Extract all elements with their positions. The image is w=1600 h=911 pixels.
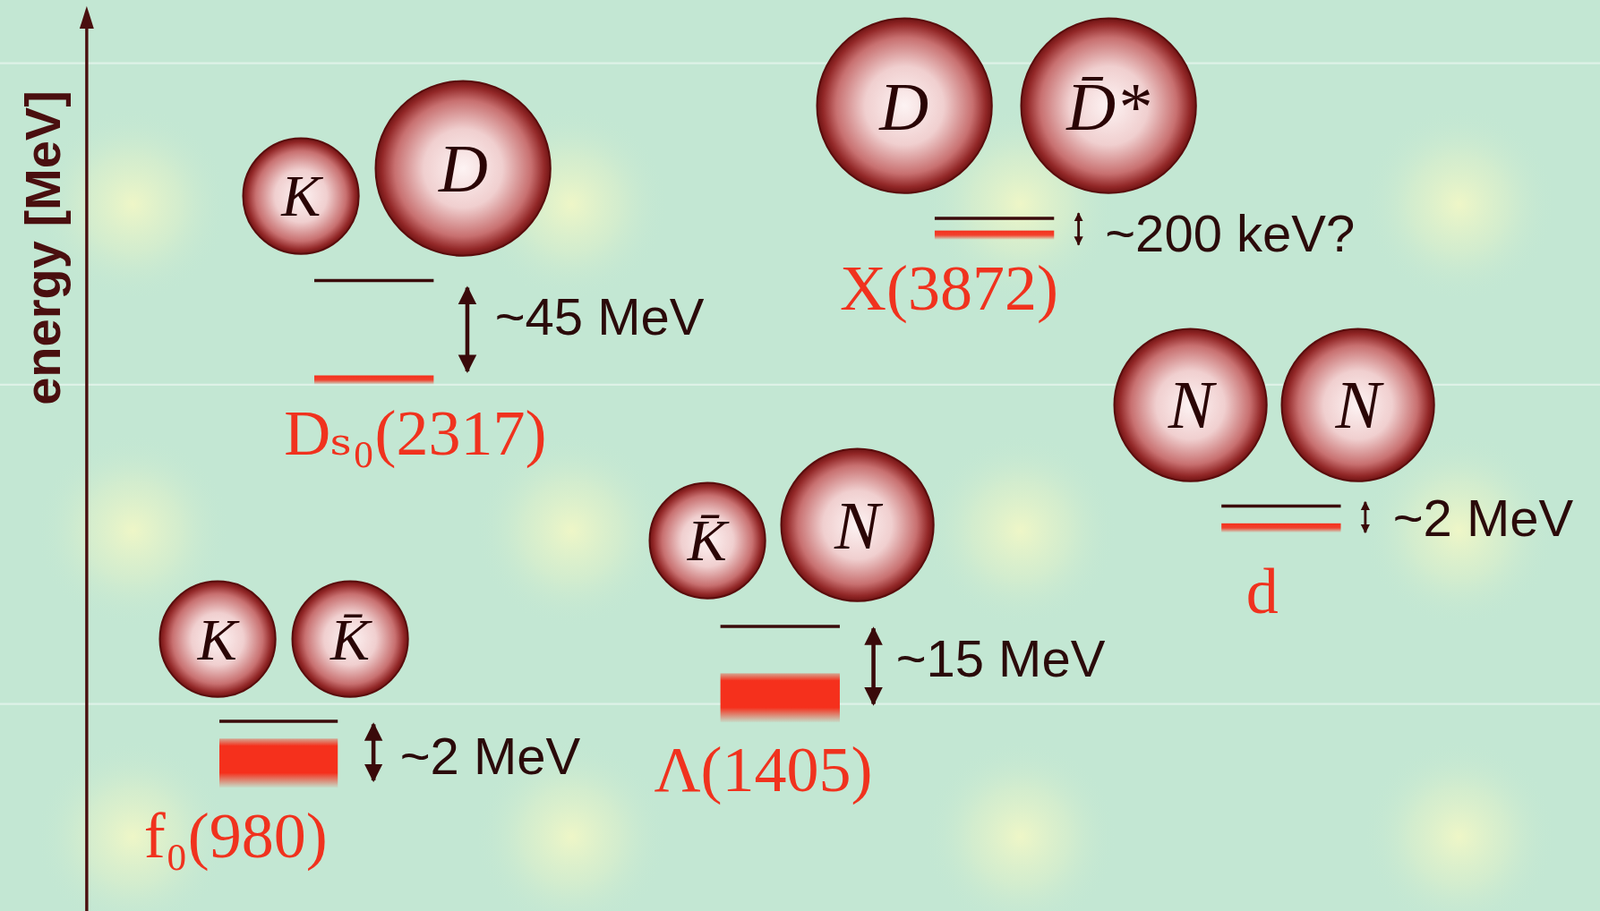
- particle-symbol: K̄: [687, 511, 728, 571]
- particle-symbol: D: [879, 72, 929, 141]
- particle-ball: [376, 80, 551, 256]
- particle-ball: [1020, 18, 1196, 194]
- threshold-line: [934, 216, 1054, 220]
- particle-ball: [649, 482, 765, 599]
- axis-line: [85, 24, 88, 911]
- particle-ball: [159, 581, 275, 698]
- particle-symbol: K: [281, 166, 321, 226]
- particle-symbol: D: [438, 134, 488, 203]
- threshold-line: [720, 624, 840, 628]
- state-name: Λ(1405): [653, 733, 873, 808]
- glow-spot: [923, 739, 1118, 911]
- binding-arrow: [465, 287, 471, 371]
- particle-circle: K̄: [290, 580, 410, 699]
- axis-arrowhead: [79, 6, 95, 29]
- particle-ball: [1114, 328, 1267, 481]
- energy-axis: [79, 6, 95, 911]
- particle-circle: N: [779, 447, 935, 603]
- state-name: X(3872): [839, 251, 1059, 326]
- binding-energy: ~2 MeV: [1393, 488, 1575, 549]
- axis-title: energy [MeV]: [17, 90, 69, 406]
- threshold-line: [314, 279, 434, 283]
- state-name: f₀(980): [144, 799, 328, 874]
- binding-arrow: [1363, 502, 1367, 533]
- binding-arrow: [871, 628, 876, 704]
- binding-arrow: [1077, 213, 1080, 245]
- state-level: [314, 376, 434, 386]
- particle-ball: [1282, 328, 1435, 481]
- grid-line: [0, 62, 1600, 65]
- particle-circle: D: [374, 79, 552, 257]
- binding-energy: ~15 MeV: [896, 629, 1106, 690]
- particle-ball: [243, 137, 360, 254]
- particle-circle: D: [815, 17, 993, 195]
- glow-grid: [35, 107, 1557, 911]
- particle-circle: N: [1112, 327, 1268, 483]
- threshold-lines: [219, 218, 1341, 722]
- binding-energy: ~200 keV?: [1104, 204, 1355, 265]
- particle-symbol: N: [1335, 370, 1382, 439]
- particle-symbol: K: [197, 610, 238, 670]
- threshold-line: [219, 719, 338, 723]
- particle-ball: [291, 581, 408, 698]
- state-level: [1221, 523, 1341, 533]
- particle-circle: N: [1280, 327, 1436, 483]
- state-level: [934, 231, 1054, 240]
- binding-arrow: [371, 724, 377, 781]
- particle-circle: K̄: [648, 481, 767, 600]
- state-name: d: [1246, 555, 1279, 630]
- particle-circle: D̄*: [1019, 17, 1198, 195]
- particle-ball: [780, 449, 933, 602]
- grid-lines: [0, 63, 1600, 705]
- binding-arrows: [373, 213, 1366, 781]
- particle-ball: [816, 18, 992, 194]
- particle-circle: K: [158, 580, 277, 699]
- particle-circle: K: [241, 136, 360, 256]
- binding-energy: ~2 MeV: [400, 727, 582, 788]
- glow-spot: [1361, 107, 1557, 302]
- state-band: [219, 738, 338, 788]
- particle-symbol: N: [834, 491, 881, 560]
- particle-symbol: K̄: [330, 610, 370, 670]
- binding-energy: ~45 MeV: [495, 287, 705, 348]
- state-band: [720, 673, 840, 723]
- glow-spot: [923, 433, 1118, 628]
- particle-symbol: N: [1168, 370, 1215, 439]
- particle-symbol: D̄*: [1066, 72, 1150, 141]
- threshold-line: [1221, 504, 1341, 508]
- glow-spot: [1361, 739, 1557, 911]
- state-name: Dₛ₀(2317): [283, 396, 547, 471]
- state-levels: [219, 231, 1341, 788]
